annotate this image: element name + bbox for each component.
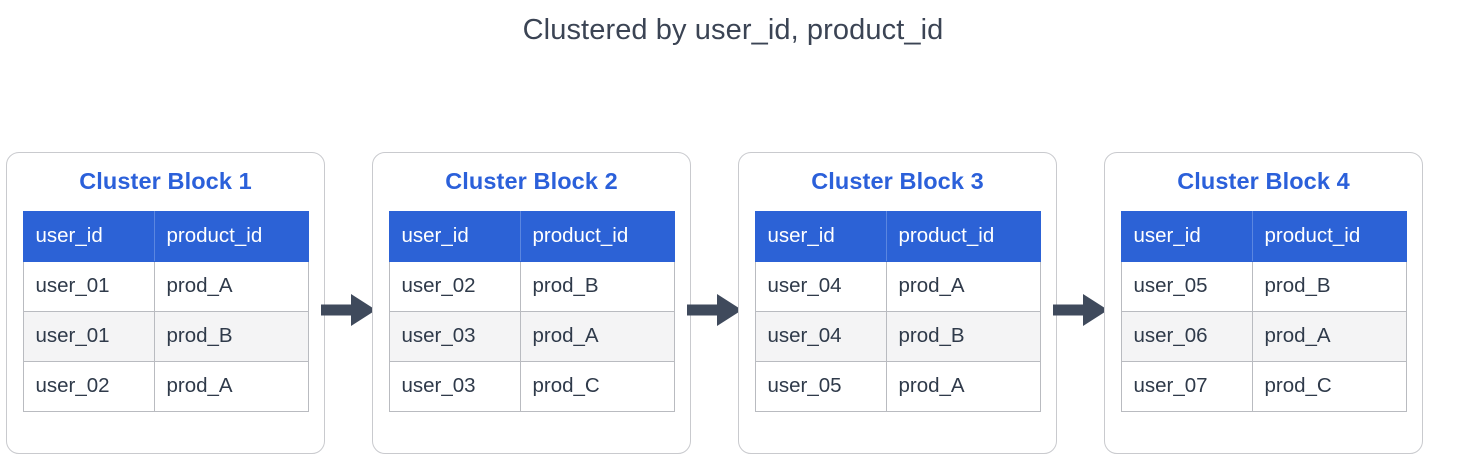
cell-product-id: prod_A [885,360,1041,412]
cell-user-id: user_05 [1120,260,1253,312]
cluster-blocks-row: Cluster Block 1 user_id product_id user_… [6,152,1460,454]
cluster-block-table-3: user_id product_id user_04 prod_A user_0… [754,210,1041,412]
cluster-block-title-1: Cluster Block 1 [79,168,252,194]
cluster-block-card-2[interactable]: Cluster Block 2 user_id product_id user_… [372,152,691,454]
cell-product-id: prod_A [1251,310,1407,362]
column-header-user-id: user_id [1120,210,1253,262]
column-header-user-id: user_id [388,210,521,262]
cell-product-id: prod_A [885,260,1041,312]
table-row[interactable]: user_02 prod_B [388,260,675,312]
cluster-block-card-3[interactable]: Cluster Block 3 user_id product_id user_… [738,152,1057,454]
column-header-user-id: user_id [754,210,887,262]
cell-product-id: prod_B [153,310,309,362]
column-header-user-id: user_id [22,210,155,262]
table-row[interactable]: user_04 prod_A [754,260,1041,312]
table-header-row: user_id product_id [1120,210,1407,262]
arrow-right-icon [687,294,742,326]
table-header-row: user_id product_id [754,210,1041,262]
arrow-connector-1-2 [321,152,376,454]
table-header-row: user_id product_id [22,210,309,262]
page-title: Clustered by user_id, product_id [522,14,944,46]
table-row[interactable]: user_02 prod_A [22,360,309,412]
cell-product-id: prod_B [519,260,675,312]
cluster-block-table-1: user_id product_id user_01 prod_A user_0… [22,210,309,412]
table-row[interactable]: user_06 prod_A [1120,310,1407,362]
cell-product-id: prod_B [885,310,1041,362]
table-row[interactable]: user_07 prod_C [1120,360,1407,412]
cluster-block-table-2: user_id product_id user_02 prod_B user_0… [388,210,675,412]
cluster-block-table-4: user_id product_id user_05 prod_B user_0… [1120,210,1407,412]
cell-user-id: user_03 [388,310,521,362]
table-row[interactable]: user_03 prod_A [388,310,675,362]
table-row[interactable]: user_05 prod_A [754,360,1041,412]
cluster-block-title-2: Cluster Block 2 [445,168,618,194]
arrow-right-icon [1053,294,1108,326]
cell-product-id: prod_B [1251,260,1407,312]
cell-user-id: user_01 [22,260,155,312]
arrow-connector-2-3 [687,152,742,454]
cell-user-id: user_04 [754,310,887,362]
table-row[interactable]: user_04 prod_B [754,310,1041,362]
cluster-block-card-4[interactable]: Cluster Block 4 user_id product_id user_… [1104,152,1423,454]
table-row[interactable]: user_01 prod_A [22,260,309,312]
cell-user-id: user_05 [754,360,887,412]
column-header-product-id: product_id [1251,210,1407,262]
cell-product-id: prod_C [1251,360,1407,412]
cell-user-id: user_07 [1120,360,1253,412]
cell-user-id: user_06 [1120,310,1253,362]
column-header-product-id: product_id [885,210,1041,262]
cell-user-id: user_02 [22,360,155,412]
cluster-block-title-3: Cluster Block 3 [811,168,984,194]
cluster-block-title-4: Cluster Block 4 [1177,168,1350,194]
arrow-right-icon [321,294,376,326]
table-row[interactable]: user_01 prod_B [22,310,309,362]
cluster-block-card-1[interactable]: Cluster Block 1 user_id product_id user_… [6,152,325,454]
cell-user-id: user_03 [388,360,521,412]
table-row[interactable]: user_05 prod_B [1120,260,1407,312]
cell-user-id: user_02 [388,260,521,312]
column-header-product-id: product_id [153,210,309,262]
cell-product-id: prod_A [153,360,309,412]
cell-user-id: user_04 [754,260,887,312]
arrow-connector-3-4 [1053,152,1108,454]
cell-product-id: prod_A [153,260,309,312]
cell-product-id: prod_A [519,310,675,362]
cell-product-id: prod_C [519,360,675,412]
cell-user-id: user_01 [22,310,155,362]
column-header-product-id: product_id [519,210,675,262]
table-header-row: user_id product_id [388,210,675,262]
table-row[interactable]: user_03 prod_C [388,360,675,412]
